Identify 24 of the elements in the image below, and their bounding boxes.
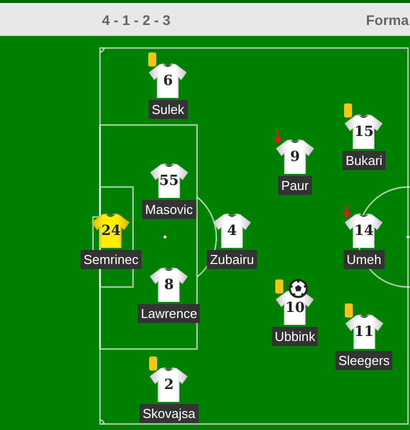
shirt-number: 2 <box>164 377 174 393</box>
player-name: Lawrence <box>138 304 200 323</box>
player-name: Zubairu <box>206 250 258 269</box>
shirt-number: 9 <box>290 149 300 165</box>
player-name: Ubbink <box>272 327 318 346</box>
formation-title: 4 - 1 - 2 - 3 <box>102 12 170 28</box>
shirt-number: 14 <box>354 223 374 239</box>
player-name: Sulek <box>148 100 188 119</box>
player-name: Semrinec <box>80 250 142 269</box>
shirt-number: 8 <box>164 277 174 293</box>
shirt-number: 4 <box>227 223 237 239</box>
player-name: Sleegers <box>335 351 393 370</box>
shirt-number: 15 <box>354 124 374 140</box>
shirt-number: 10 <box>285 300 305 316</box>
player-name: Masovic <box>142 200 196 219</box>
shirt-number: 6 <box>163 73 173 89</box>
player-name: Bukari <box>342 151 386 170</box>
shirt-number: 55 <box>159 173 179 189</box>
shirt-number: 11 <box>354 324 374 340</box>
player-name: Skovajsa <box>140 404 198 423</box>
shirt-number: 24 <box>101 223 121 239</box>
player-name: Umeh <box>344 250 384 269</box>
header-label: Forma <box>366 12 409 28</box>
player-name: Paur <box>278 176 312 195</box>
